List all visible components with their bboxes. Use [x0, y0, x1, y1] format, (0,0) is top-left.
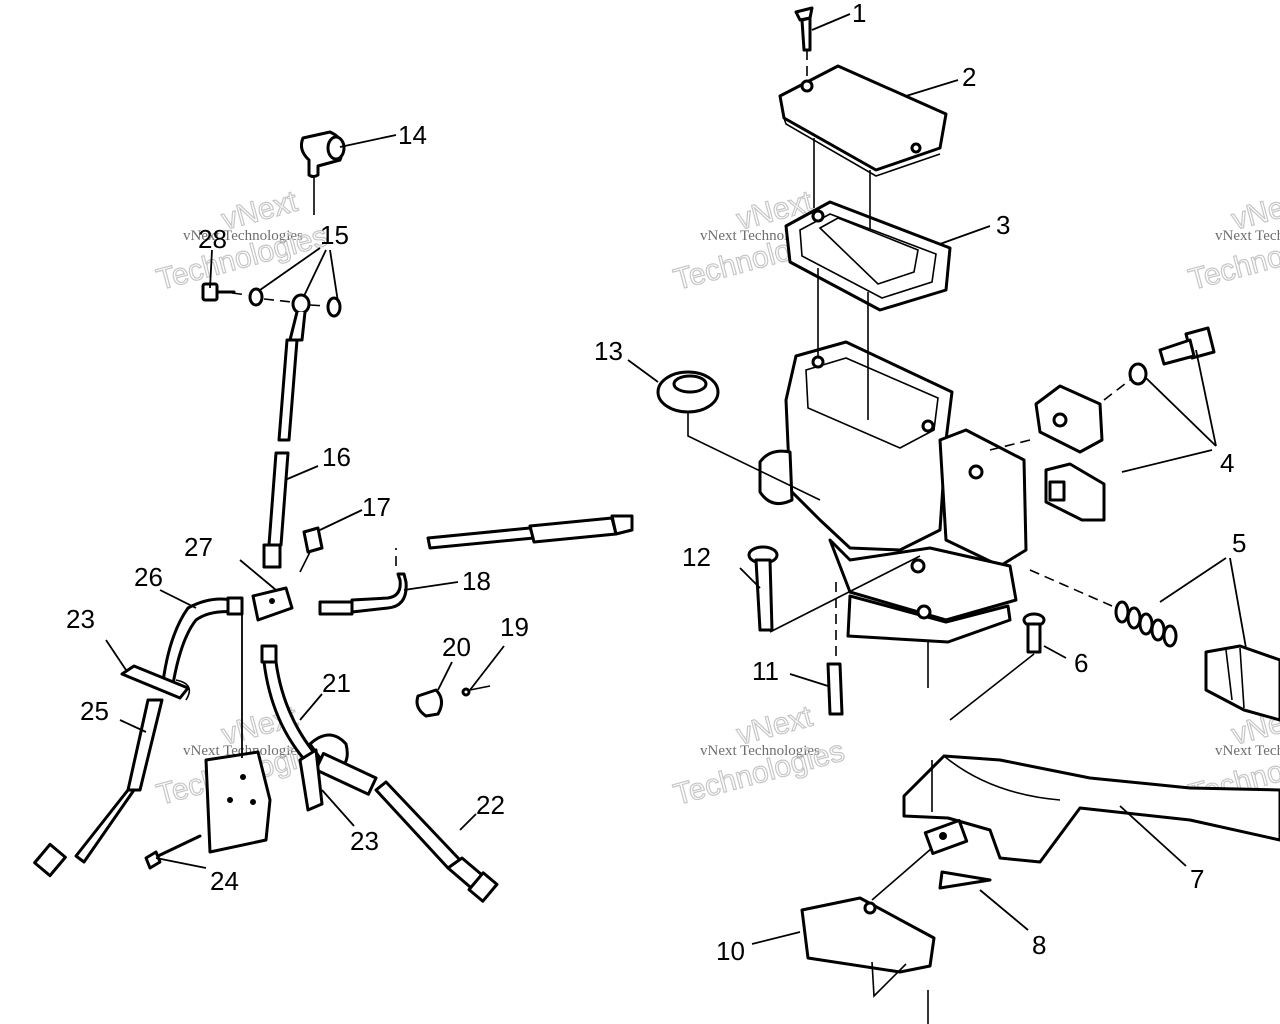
callout-14: 14 — [398, 120, 427, 150]
part-23-hose-clamp-left — [120, 664, 191, 701]
part-22-brake-hose — [374, 780, 499, 903]
callout-3: 3 — [996, 210, 1010, 240]
part-14-tee-fitting — [300, 130, 346, 215]
callout-labels: 1 2 3 4 5 6 7 8 10 11 12 13 14 15 16 17 … — [66, 0, 1246, 966]
part-5-return-spring — [1029, 569, 1178, 648]
part-4-clamp-bolt — [1158, 326, 1216, 366]
bracket-plate — [204, 750, 272, 854]
part-16-brake-hose — [262, 338, 299, 569]
callout-1: 1 — [852, 0, 866, 28]
part-25-brake-hose — [33, 698, 164, 878]
part-18-brake-line — [318, 514, 634, 616]
callout-10: 10 — [716, 936, 745, 966]
callout-26: 26 — [134, 562, 163, 592]
part-4-washer — [1128, 362, 1148, 386]
part-13-seal-ring — [656, 370, 821, 501]
callout-28: 28 — [198, 224, 227, 254]
master-cylinder-body — [758, 268, 1028, 688]
part-7-brake-lever — [902, 754, 1280, 864]
part-15-washer-left — [248, 287, 264, 307]
callout-24: 24 — [210, 866, 239, 896]
right-leader-lines — [627, 13, 1247, 945]
part-1-screw — [794, 6, 814, 80]
left-leader-lines — [105, 134, 505, 869]
callout-2: 2 — [962, 62, 976, 92]
part-3-diaphragm — [784, 138, 952, 312]
part-4-handlebar-clamp — [1034, 384, 1106, 522]
watermark-small-text: vNext Technologies — [1215, 743, 1280, 759]
banjo-fitting — [288, 293, 311, 342]
callout-7: 7 — [1190, 864, 1204, 894]
callout-17: 17 — [362, 492, 391, 522]
callout-20: 20 — [442, 632, 471, 662]
callout-19: 19 — [500, 612, 529, 642]
part-5-piston — [1204, 644, 1280, 722]
watermark-lower-center: vNext Technologies vNext Technologies — [670, 699, 849, 812]
part-28-banjo-bolt — [201, 282, 236, 302]
part-23-hose-clamp-right — [298, 748, 324, 812]
part-19-pin — [461, 685, 491, 697]
part-20-clip — [415, 688, 443, 718]
part-11-bolt — [826, 582, 844, 716]
callout-21: 21 — [322, 668, 351, 698]
callout-18: 18 — [462, 566, 491, 596]
callout-12: 12 — [682, 542, 711, 572]
part-26-brake-hose — [160, 596, 244, 692]
callout-23-left: 23 — [66, 604, 95, 634]
watermark-upper-left: vNext Technologies vNext Technologies — [153, 184, 332, 297]
callout-11: 11 — [752, 656, 779, 686]
watermark-small-text: vNext Technologies — [1215, 228, 1280, 244]
callout-15: 15 — [320, 220, 349, 250]
part-6-pivot-pin — [949, 612, 1046, 721]
callout-8: 8 — [1032, 930, 1046, 960]
watermark-small-text: vNext Technologies — [183, 743, 303, 759]
part-8-clip — [938, 870, 992, 890]
callout-16: 16 — [322, 442, 351, 472]
callout-25: 25 — [80, 696, 109, 726]
callout-23-right: 23 — [350, 826, 379, 856]
part-15-washer-right — [326, 296, 342, 318]
part-2-reservoir-cover — [778, 64, 948, 177]
part-27-junction-block — [251, 586, 294, 622]
part-12-screw — [747, 545, 921, 633]
watermark-small-text: vNext Technologies — [700, 743, 820, 759]
callout-6: 6 — [1074, 648, 1088, 678]
watermark-small-text: vNext Technologies — [183, 228, 303, 244]
part-17-bleeder-valve — [299, 526, 324, 573]
callout-5: 5 — [1232, 528, 1246, 558]
callout-22: 22 — [476, 790, 505, 820]
part-24-screw — [144, 834, 202, 870]
part-10-adjuster — [800, 847, 936, 998]
callout-4: 4 — [1220, 448, 1234, 478]
callout-27: 27 — [184, 532, 213, 562]
callout-13: 13 — [594, 336, 623, 366]
watermark-upper-right: vNext Technologies vNext Technologies — [1185, 184, 1280, 297]
